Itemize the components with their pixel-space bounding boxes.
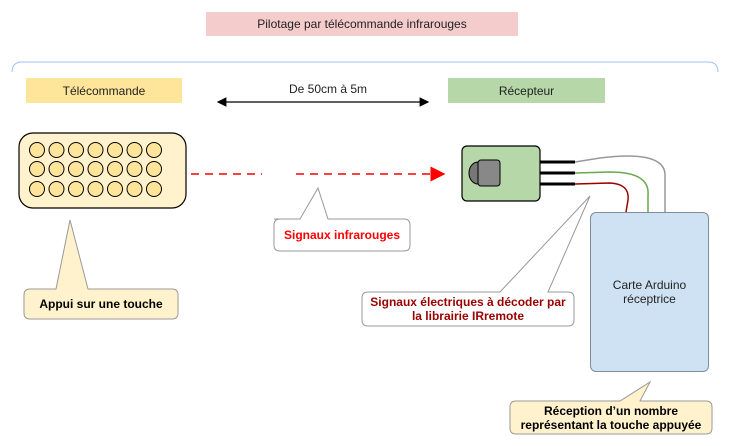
reception-line2: représentant la touche appuyée [520, 418, 702, 432]
remote-button-icon [146, 161, 162, 177]
remote-label-box: Télécommande [26, 78, 182, 103]
ir-signal-label: Signaux infrarouges [283, 228, 401, 242]
remote-button-icon [48, 181, 65, 197]
remote-button-icon [146, 142, 162, 158]
remote-button-icon [126, 142, 143, 158]
keypress-label: Appui sur une touche [39, 297, 163, 311]
electric-callout-bubble [361, 195, 591, 327]
reception-callout-bubble [509, 380, 713, 435]
remote-button-icon [107, 161, 123, 177]
receiver-label: Récepteur [498, 83, 555, 98]
remote-button-icon [126, 161, 143, 177]
ir-callout-bubble [273, 186, 411, 252]
remote-label: Télécommande [62, 83, 146, 98]
wire-gray [574, 155, 666, 212]
arduino-line2: réceptrice [623, 292, 676, 306]
diagram-title-text: Pilotage par télécommande infrarouges [257, 17, 467, 31]
remote-button-icon [29, 142, 45, 158]
title-bracket [11, 61, 719, 73]
remote-button-icon [29, 161, 45, 177]
remote-button-icon [126, 181, 143, 197]
remote-button-icon [87, 142, 104, 158]
reception-label: Réception d’un nombre représentant la to… [510, 404, 712, 432]
electric-signal-label: Signaux électriques à décoder par la lib… [362, 295, 574, 323]
diagram-title: Pilotage par télécommande infrarouges [206, 12, 518, 36]
remote-button-icon [87, 161, 104, 177]
electric-signal-line2: la librairie IRremote [411, 309, 525, 323]
remote-button-icon [68, 142, 84, 158]
remote-button-icon [29, 181, 45, 197]
remote-button-icon [48, 142, 65, 158]
remote-button-icon [68, 181, 84, 197]
remote-button-icon [87, 181, 104, 197]
distance-label: De 50cm à 5m [288, 82, 368, 96]
electric-signal-line1: Signaux électriques à décoder par [370, 295, 566, 309]
ir-receiver-icon [461, 145, 575, 202]
remote-button-icon [107, 181, 123, 197]
remote-button-icon [107, 142, 123, 158]
arduino-board: Carte Arduino réceptrice [590, 212, 709, 372]
remote-button-icon [68, 161, 84, 177]
keypress-callout-bubble [23, 219, 179, 320]
arduino-line1: Carte Arduino [612, 278, 687, 292]
receiver-label-box: Récepteur [448, 78, 605, 103]
wire-green [574, 171, 649, 212]
remote-button-icon [48, 161, 65, 177]
remote-control-icon [18, 132, 187, 209]
wire-red [574, 182, 629, 213]
remote-button-icon [146, 181, 162, 197]
reception-line1: Réception d’un nombre [543, 404, 678, 418]
